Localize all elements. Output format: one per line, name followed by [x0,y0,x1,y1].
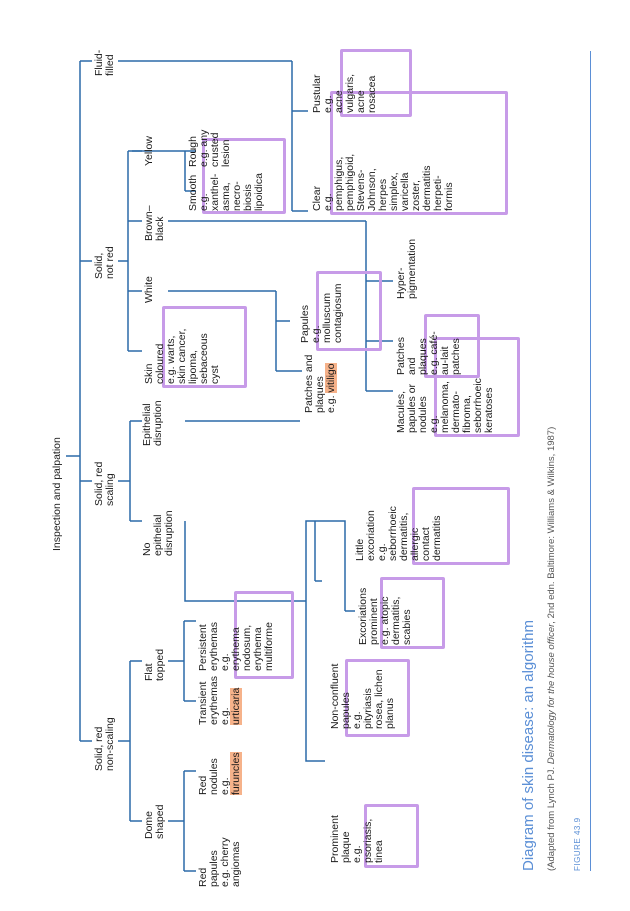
node-excoriations-prominent: Excoriations prominent e.g. atopic derma… [357,587,413,645]
node-flat-topped: Flat topped [143,648,166,681]
node-solid-red-nonscaling: Solid, red non-scaling [93,717,116,771]
node-red-papules: Red papules e.g. cherry angiomas [197,837,242,887]
node-rough: Rough e.g. any crusted lesion [187,129,232,167]
node-brown-black: Brown– black [143,205,166,241]
node-white: White [143,276,155,303]
highlight-urticaria: urticaria [230,687,242,725]
node-solid-red-scaling: Solid, red scaling [93,461,116,506]
fluid-branch [118,60,308,212]
node-skin-coloured: Skin coloured e.g. warts, skin cancer, l… [143,328,221,384]
no-epithelial-branch [184,520,346,762]
node-red-nodules: Red nodules e.g. furuncles [197,752,242,795]
figure-title: Diagram of skin disease: an algorithm [520,620,537,871]
highlight-furuncles: furuncles [230,752,242,795]
node-persistent-erythemas: Persistent erythemas e.g. erythema nodos… [197,621,275,671]
node-macules-papules-nodules: Macules, papules or nodules e.g. melanom… [395,378,495,433]
figure-number: FIGURE 43.9 [573,817,582,871]
not-red-branch [118,150,142,352]
figure-caption: (Adapted from Lynch PJ. Dermatology for … [546,426,557,871]
node-root: Inspection and palpation [51,437,63,551]
dome-branch [168,770,196,872]
node-little-excoriation: Little excoriation e.g. seborrhoeic derm… [354,506,443,561]
node-papules-white: Papules e.g. molluscum contagiosum [299,283,344,343]
node-pustular: Pustular e.g. acne vulgaris, acne rosace… [311,73,378,113]
yellow-branch [132,150,196,192]
node-transient-erythemas: Transient erythemas e.g. urticaria [197,675,242,725]
node-no-epithelial-disruption: No epithelial disruption [141,510,175,556]
node-solid-not-red: Solid, not red [93,246,116,279]
node-prominent-plaque: Prominent plaque e.g. psoriasis, tinea [329,815,385,863]
scaling-branch [118,420,142,522]
node-smooth: Smooth e.g. xanthel- asma, necro- biosis… [187,173,265,211]
epithelial-branch [185,420,355,612]
node-epithelial-disruption: Epithelial disruption [141,400,164,446]
white-branch [168,290,302,372]
nonscaling-branch [118,660,142,822]
node-patches-plaques-white: Patches and plaques e.g. vitiligo [303,354,337,413]
figure-rule [590,51,591,871]
highlight-vitiligo: vitiligo [325,363,337,393]
node-nonconfluent-papules: Non-confluent papules e.g. pityriasis ro… [329,663,396,729]
node-dome-shaped: Dome shaped [143,804,166,839]
flat-branch [168,620,196,702]
node-clear: Clear e.g. pemphigus, pemphigoid, Steven… [311,153,455,211]
brown-branch [168,220,393,392]
node-yellow: Yellow [143,136,155,166]
node-hyperpigmentation: Hyper- pigmentation [395,238,418,299]
trunk-line [66,60,92,742]
node-fluid-filled: Fluid- filled [93,49,116,76]
node-patches-plaques-brown: Patches and plaques e.g. café- au-lait p… [395,331,462,375]
